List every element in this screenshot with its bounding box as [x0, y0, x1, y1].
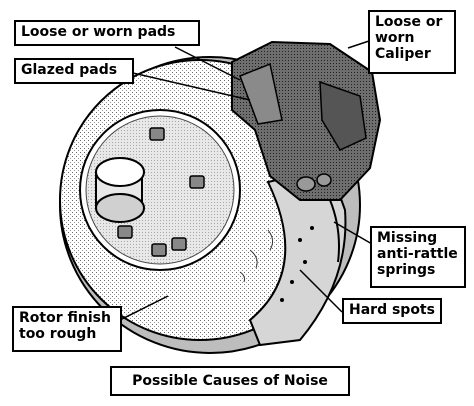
label-loose-worn-caliper: Loose or worn Caliper — [368, 10, 456, 74]
leader-lines — [119, 39, 373, 321]
caliper-bolts — [296, 173, 332, 192]
label-loose-worn-pads: Loose or worn pads — [14, 20, 200, 46]
spindle — [95, 157, 145, 223]
brake-pad — [248, 166, 347, 347]
label-hard-spots: Hard spots — [342, 298, 442, 324]
label-missing-anti-rattle-springs: Missing anti-rattle springs — [370, 226, 466, 288]
caption-possible-causes-of-noise: Possible Causes of Noise — [110, 366, 350, 396]
hard-spot-marks — [280, 226, 314, 302]
label-glazed-pads: Glazed pads — [14, 58, 134, 84]
label-rotor-finish-too-rough: Rotor finish too rough — [12, 306, 122, 352]
anti-rattle-spring-area — [329, 199, 340, 263]
